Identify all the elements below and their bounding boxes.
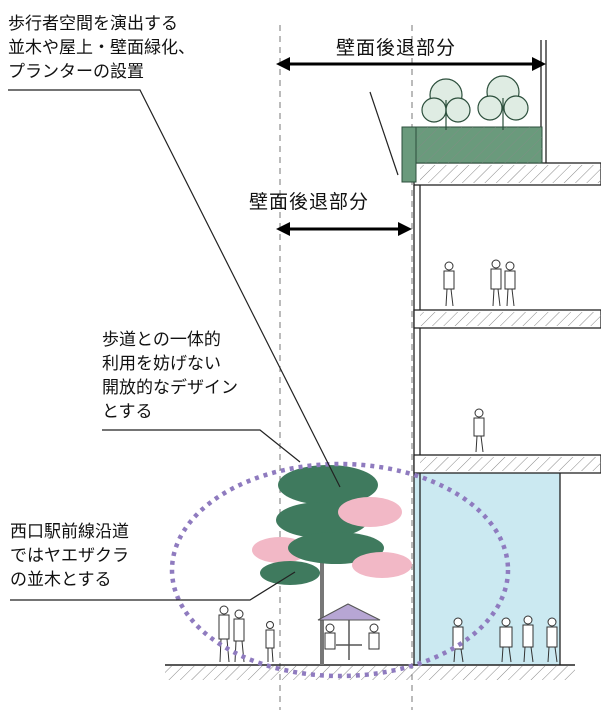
label-line: 利用を妨げない bbox=[102, 354, 221, 374]
leader-lines bbox=[8, 89, 399, 601]
focus-ellipse bbox=[169, 461, 511, 679]
open-design-label: 歩道との一体的 利用を妨げない 開放的なデザイン とする bbox=[102, 328, 238, 424]
cafe-umbrella bbox=[317, 603, 381, 660]
label-line: プランターの設置 bbox=[8, 62, 144, 82]
label-line: 歩道との一体的 bbox=[102, 330, 221, 350]
setback-lower-label: 壁面後退部分 bbox=[249, 191, 370, 213]
cherry-street-tree bbox=[252, 465, 412, 665]
setback-arrow-lower bbox=[276, 222, 412, 236]
rooftop-greening-label: 歩行者空間を演出する 並木や屋上・壁面緑化、 プランターの設置 bbox=[8, 12, 195, 84]
ground-line bbox=[165, 664, 575, 680]
ground-floor-glass bbox=[414, 470, 560, 665]
label-line: の並木とする bbox=[10, 570, 112, 590]
label-line: とする bbox=[102, 402, 153, 422]
rooftop-trees bbox=[421, 75, 529, 130]
label-line: ではヤエザクラ bbox=[10, 546, 129, 566]
rooftop-planter bbox=[401, 126, 543, 183]
label-line: 開放的なデザイン bbox=[102, 378, 238, 398]
pedestrians bbox=[218, 259, 558, 663]
label-line: 西口駅前線沿道 bbox=[10, 522, 129, 542]
setback-upper-label: 壁面後退部分 bbox=[336, 37, 457, 59]
label-line: 並木や屋上・壁面緑化、 bbox=[8, 38, 195, 58]
label-line: 歩行者空間を演出する bbox=[8, 14, 178, 34]
setback-arrow-upper bbox=[276, 57, 546, 71]
west-exit-trees-label: 西口駅前線沿道 ではヤエザクラ の並木とする bbox=[10, 520, 129, 592]
